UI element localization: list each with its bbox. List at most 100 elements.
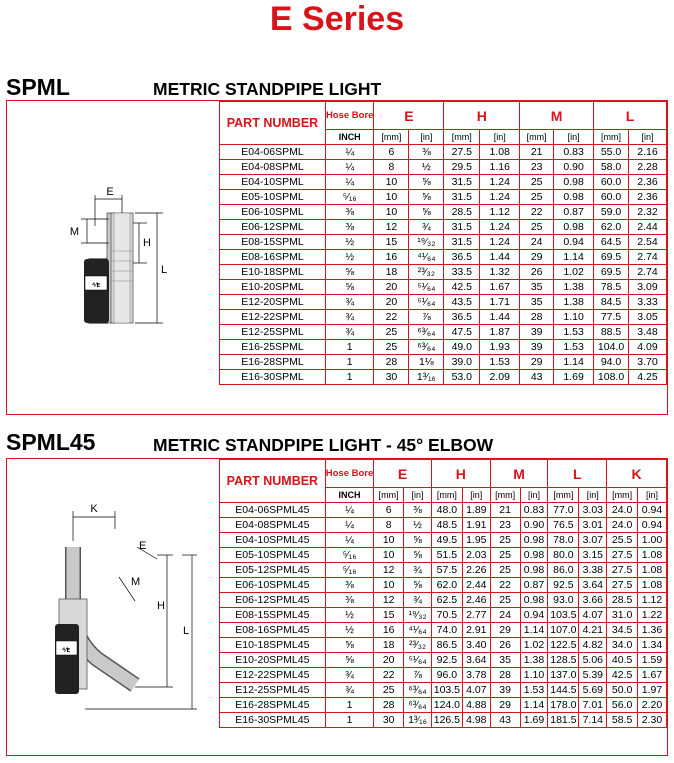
table-cell: 1.16: [479, 159, 521, 175]
table-cell: 64.5: [593, 234, 630, 250]
table-cell: ¼: [324, 159, 375, 175]
table-cell: 31.5: [443, 174, 481, 190]
table-cell: 2.36: [628, 174, 667, 190]
spml45-drawing-label-m: M: [131, 576, 140, 588]
table-cell: 29: [489, 697, 521, 713]
unit-header-mm: [mm]: [547, 487, 580, 503]
table-cell: 1.02: [553, 264, 595, 280]
part-number-cell: E05-10SPML: [219, 189, 326, 205]
table-cell: ¾: [408, 219, 445, 235]
table-cell: 4.25: [628, 369, 667, 385]
table-cell: 10: [373, 547, 405, 563]
section-name: METRIC STANDPIPE LIGHT - 45° ELBOW: [153, 435, 494, 455]
part-number-cell: E06-12SPML: [219, 219, 326, 235]
table-cell: 43.5: [443, 294, 481, 310]
table-cell: 55.0: [593, 144, 630, 160]
table-cell: ⁵¹⁄₆₄: [408, 279, 445, 295]
table-cell: 1.10: [553, 309, 595, 325]
table-cell: 1.38: [553, 279, 595, 295]
table-cell: ¼: [324, 517, 375, 533]
dim-header-l: L: [593, 101, 667, 130]
table-cell: 126.5: [430, 712, 463, 728]
part-number-cell: E04-10SPML45: [219, 532, 326, 548]
table-cell: 1.91: [461, 517, 491, 533]
table-cell: 29: [489, 622, 521, 638]
part-number-cell: E16-30SPML45: [219, 712, 326, 728]
table-cell: 1.95: [461, 532, 491, 548]
table-cell: 42.5: [606, 667, 639, 683]
table-cell: 3.03: [578, 502, 608, 518]
table-cell: ⁵⁄₁₆: [324, 562, 375, 578]
table-cell: 3.40: [461, 637, 491, 653]
table-cell: 24: [519, 234, 555, 250]
table-cell: 1.22: [637, 607, 667, 623]
table-cell: 6: [373, 144, 410, 160]
table-cell: 21: [519, 144, 555, 160]
table-cell: 8: [373, 159, 410, 175]
table-cell: 1.24: [479, 219, 521, 235]
table-cell: 51.5: [430, 547, 463, 563]
table-cell: ⁴¹⁄₆₄: [403, 622, 432, 638]
part-number-cell: E06-10SPML45: [219, 577, 326, 593]
table-cell: 2.03: [461, 547, 491, 563]
table-cell: 28: [519, 309, 555, 325]
table-cell: 25: [373, 324, 410, 340]
table-cell: 4.82: [578, 637, 608, 653]
table-cell: 3.66: [578, 592, 608, 608]
hose-bore-header: Hose Bore: [324, 101, 375, 130]
table-cell: 2.74: [628, 264, 667, 280]
unit-header-in: [in]: [479, 129, 521, 145]
table-cell: 3.48: [628, 324, 667, 340]
table-cell: 0.98: [519, 532, 549, 548]
table-cell: 22: [489, 577, 521, 593]
part-number-cell: E05-12SPML45: [219, 562, 326, 578]
table-cell: ⅞: [403, 667, 432, 683]
table-cell: 50.0: [606, 682, 639, 698]
table-cell: 2.28: [628, 159, 667, 175]
table-cell: 3.05: [628, 309, 667, 325]
table-cell: 24.0: [606, 502, 639, 518]
table-cell: 1.69: [519, 712, 549, 728]
table-cell: ¾: [324, 294, 375, 310]
table-cell: 0.98: [519, 547, 549, 563]
table-cell: 1: [324, 339, 375, 355]
table-cell: 1.32: [479, 264, 521, 280]
table-cell: 1.14: [519, 622, 549, 638]
spml45-table: PART NUMBER Hose Bore E H M L K INCH [mm…: [219, 459, 667, 728]
table-cell: 26: [519, 264, 555, 280]
table-cell: ½: [324, 622, 375, 638]
table-cell: 128.5: [547, 652, 580, 668]
table-cell: 1.44: [479, 309, 521, 325]
table-cell: ¾: [324, 324, 375, 340]
table-cell: 1.53: [479, 354, 521, 370]
unit-header-mm: [mm]: [443, 129, 481, 145]
table-cell: ⅜: [324, 577, 375, 593]
part-number-cell: E10-20SPML: [219, 279, 326, 295]
table-cell: 1.67: [479, 279, 521, 295]
dim-header-l: L: [547, 459, 608, 488]
table-cell: 12: [373, 562, 405, 578]
table-cell: 1: [324, 697, 375, 713]
table-cell: 53.0: [443, 369, 481, 385]
page-title: E Series: [269, 0, 405, 38]
table-cell: 92.5: [430, 652, 463, 668]
table-cell: 1³⁄₁₆: [408, 369, 445, 385]
table-cell: ⅝: [403, 577, 432, 593]
table-cell: 47.5: [443, 324, 481, 340]
table-cell: 62.0: [593, 219, 630, 235]
table-cell: 181.5: [547, 712, 580, 728]
table-cell: 1: [324, 354, 375, 370]
table-cell: 1.12: [637, 592, 667, 608]
table-cell: 31.5: [443, 234, 481, 250]
table-cell: ⅝: [408, 204, 445, 220]
spml45-drawing-label-l: L: [183, 625, 189, 637]
table-cell: 124.0: [430, 697, 463, 713]
